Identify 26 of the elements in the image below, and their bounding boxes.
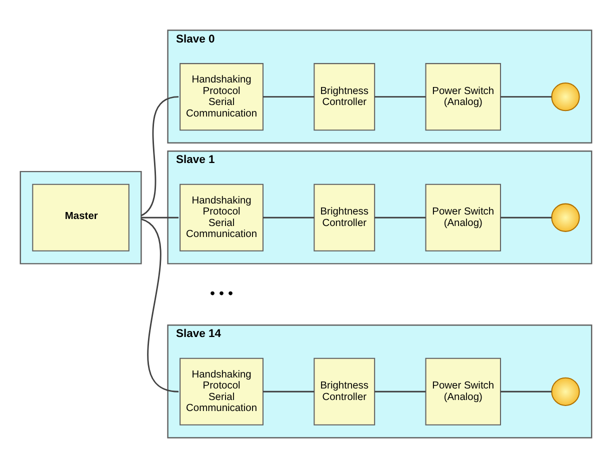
connector [374, 390, 426, 392]
node-box: Brightness Controller [314, 62, 376, 130]
connector [140, 218, 179, 392]
node-box: Brightness Controller [314, 357, 376, 425]
node-box: Power Switch (Analog) [425, 357, 502, 425]
connector [141, 216, 179, 218]
connector [374, 96, 426, 98]
connector [263, 216, 314, 218]
node-box: Brightness Controller [314, 183, 376, 251]
node-box: Power Switch (Analog) [425, 62, 502, 130]
connector [500, 96, 552, 98]
connector [500, 216, 552, 218]
connector [500, 390, 552, 392]
connector [263, 390, 314, 392]
node-picture [551, 376, 580, 406]
connector [263, 96, 314, 98]
cluster [20, 170, 142, 264]
node-picture [551, 202, 580, 232]
node-box: Handshaking Protocol Serial Communication [180, 357, 264, 425]
node-box: Handshaking Protocol Serial Communication [180, 183, 264, 251]
label: • • • [210, 286, 234, 302]
connector [374, 216, 426, 218]
node-box: Handshaking Protocol Serial Communication [180, 62, 264, 130]
node-box: Power Switch (Analog) [425, 183, 502, 251]
node-picture [551, 82, 580, 111]
node-box: Master [32, 183, 130, 251]
